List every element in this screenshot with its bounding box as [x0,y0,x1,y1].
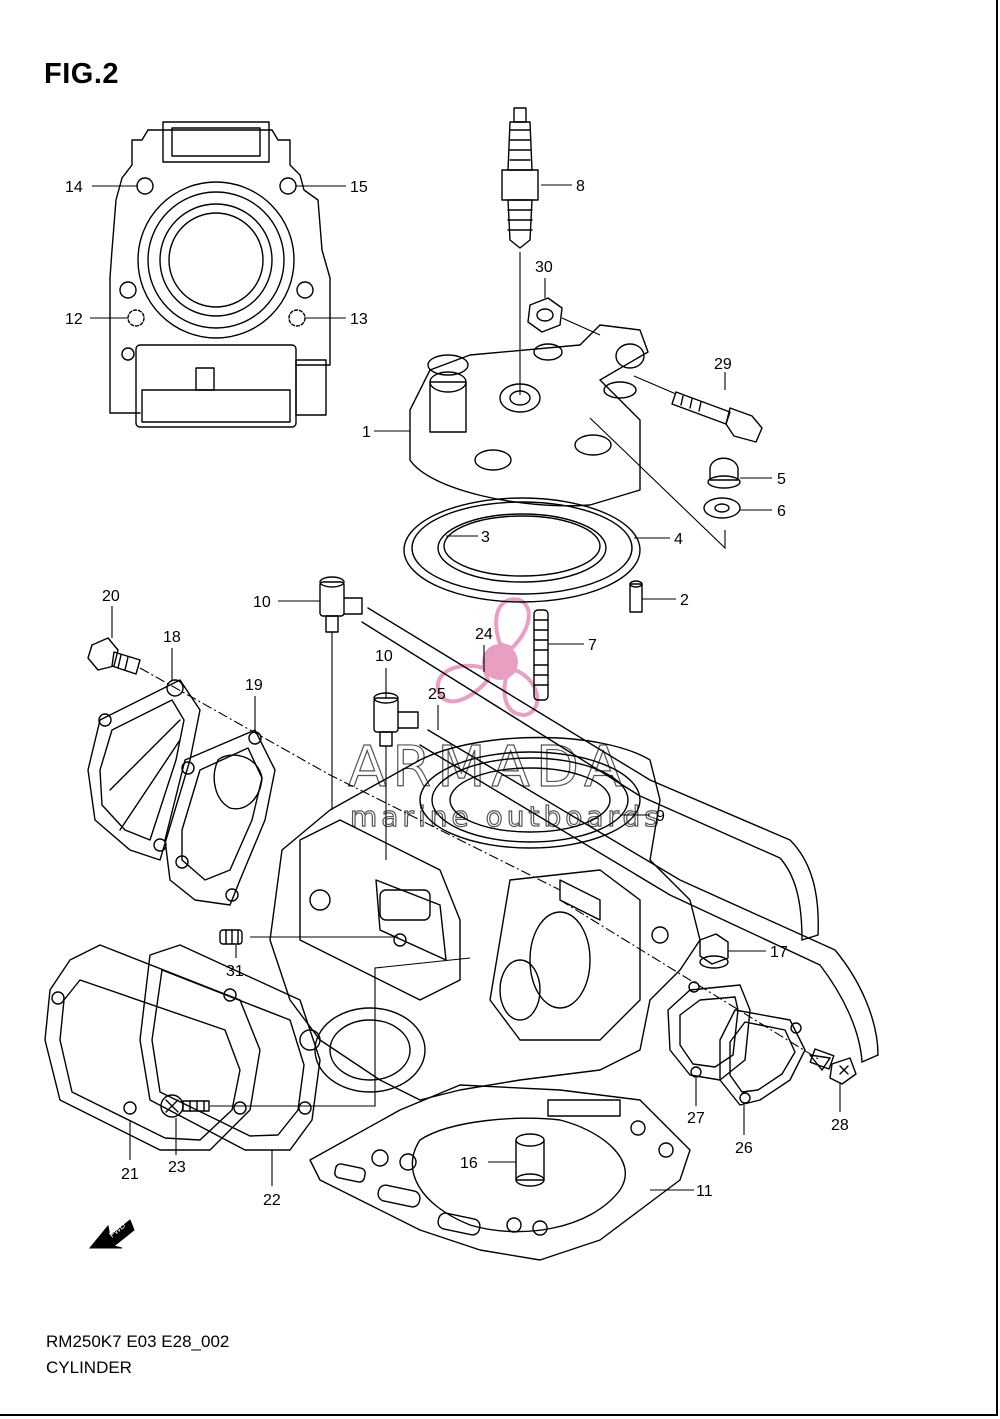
callout-17: 17 [770,944,788,961]
callout-leaders [90,184,841,1191]
watermark-brand: ARMADA [348,735,628,800]
small-plug-bolt [219,929,243,945]
flange-nut [527,297,563,333]
callout-19: 19 [245,677,263,694]
flange-nut-right [699,933,729,969]
callout-11: 11 [696,1183,713,1200]
cover-bolt [87,637,141,675]
callout-18: 18 [163,629,181,646]
callout-7: 7 [588,637,597,654]
watermark-logo: ARMADA marine outboards [347,597,663,834]
cylinder-top-view [109,121,331,428]
right-side-cover [719,1009,806,1106]
cap-nut [707,457,741,489]
stud-bolt [533,609,549,701]
callout-24: 24 [475,626,493,643]
figure-title: FIG.2 [44,58,120,90]
callout-8: 8 [576,178,585,195]
hose-fitting-upper [319,576,363,633]
callout-3: 3 [481,529,490,546]
coolant-hose-upper [361,607,819,941]
callout-2: 2 [680,592,689,609]
head-o-ring-gasket [403,497,641,603]
callout-25: 25 [428,686,446,703]
cylinder-head [409,324,649,507]
callout-23: 23 [168,1159,186,1176]
coolant-hose-lower [419,729,879,1063]
callout-15: 15 [350,179,368,196]
head-bolt [671,391,763,443]
right-cover-bolt [809,1048,857,1085]
callout-5: 5 [777,471,786,488]
callout-22: 22 [263,1192,281,1209]
callout-13: 13 [350,311,368,328]
callout-6: 6 [777,503,786,520]
figure-caption: CYLINDER [46,1358,132,1377]
callout-16: 16 [460,1155,478,1172]
callout-10a: 10 [253,594,271,611]
callout-1: 1 [362,424,371,441]
side-cover-bolt [160,1094,210,1118]
dowel-pin [629,580,643,613]
base-gasket [309,1084,691,1261]
callout-30: 30 [535,259,553,276]
callout-4: 4 [674,531,683,548]
callout-14: 14 [65,179,83,196]
watermark-tagline: marine outboards [350,800,663,833]
callout-10b: 10 [375,648,393,665]
callout-29: 29 [714,356,732,373]
callout-20: 20 [102,588,120,605]
fwd-arrow-icon: FWD [88,1219,135,1249]
callout-21: 21 [121,1166,139,1183]
cylinder-dowel [515,1133,545,1187]
side-cover-gasket [139,944,321,1151]
washer [703,497,741,519]
callout-9: 9 [656,808,665,825]
callout-26: 26 [735,1140,753,1157]
model-code: RM250K7 E03 E28_002 [46,1332,230,1351]
valve-cover-gasket [164,729,276,906]
callout-27: 27 [687,1110,705,1127]
spark-plug [501,107,539,249]
cylinder-body [269,736,701,1101]
callout-28: 28 [831,1117,849,1134]
callout-31: 31 [226,963,244,980]
callout-12: 12 [65,311,83,328]
